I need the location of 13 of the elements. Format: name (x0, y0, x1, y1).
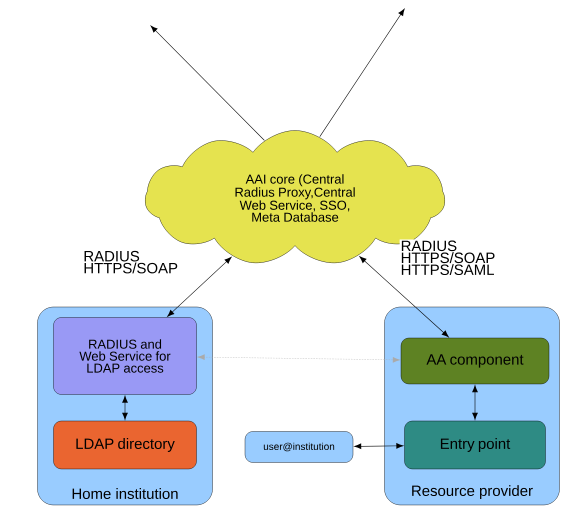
process-box: LDAP directory (53, 420, 197, 470)
process-box: AA component (400, 338, 550, 384)
process-box: RADIUS and Web Service for LDAP access (53, 317, 197, 395)
arrow (472, 385, 478, 420)
arrow (354, 443, 404, 450)
arrow (359, 256, 449, 338)
arrow (198, 354, 400, 363)
process-box: user@institution (244, 431, 354, 463)
arrow (122, 396, 128, 420)
process-box: Entry point (404, 420, 546, 470)
arrow (319, 8, 405, 137)
arrow (167, 256, 232, 317)
arrow (150, 26, 265, 141)
